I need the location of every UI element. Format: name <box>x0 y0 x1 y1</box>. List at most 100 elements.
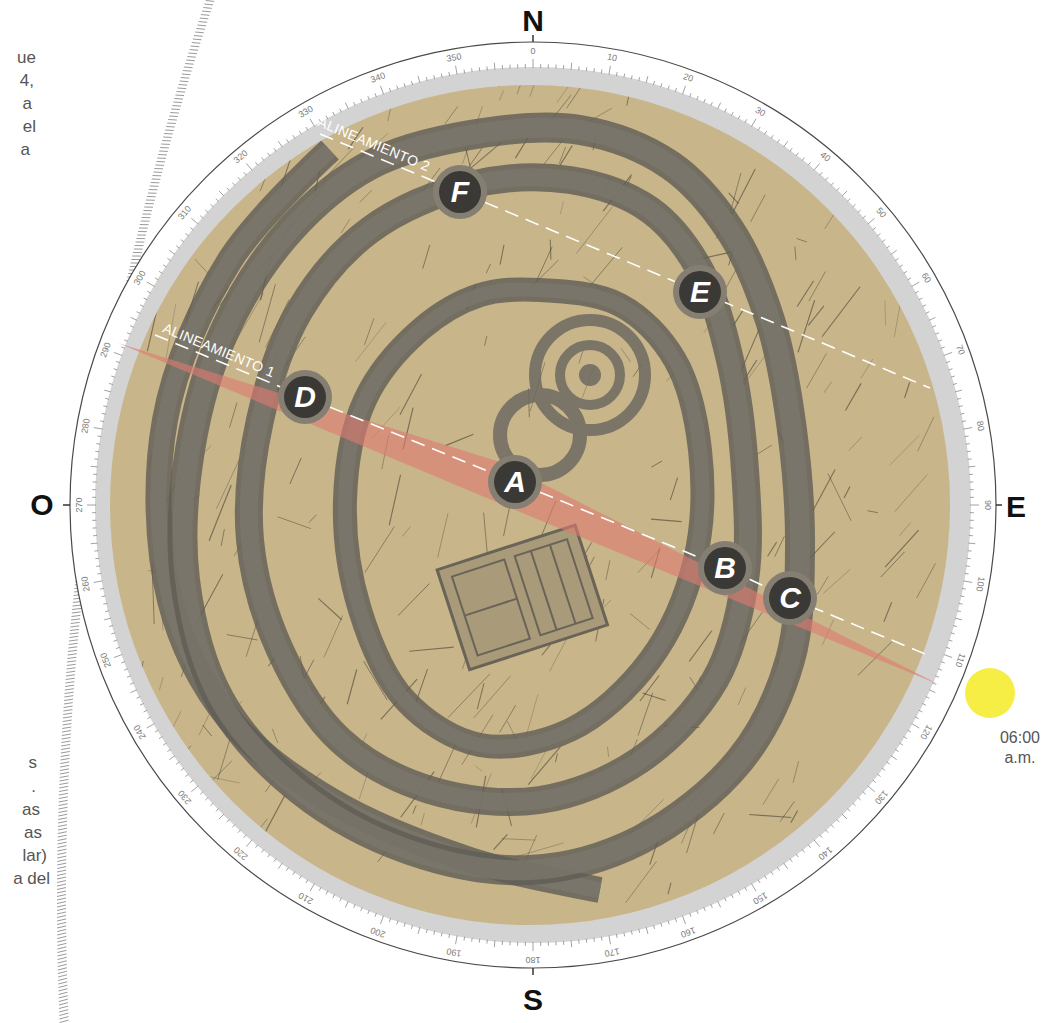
degree-tick <box>306 880 308 883</box>
scale-tick <box>73 605 82 606</box>
degree-tick <box>955 390 962 392</box>
degree-tick <box>949 640 953 641</box>
degree-tick <box>969 535 973 536</box>
terrain-scratch <box>884 888 907 912</box>
scale-tick <box>71 615 80 616</box>
degree-tick <box>842 191 847 196</box>
terrain-scratch <box>856 846 865 894</box>
terrain-scratch <box>895 474 928 511</box>
degree-tick <box>616 934 618 938</box>
degree-tick <box>745 887 747 890</box>
marker-halo <box>673 265 727 319</box>
scale-tick <box>168 119 177 121</box>
terrain-scratch <box>787 892 845 895</box>
degree-tick <box>771 135 773 138</box>
degree-tick <box>831 182 834 185</box>
terrain-scratch <box>159 677 163 690</box>
terrain-scratch <box>400 374 422 415</box>
terrain-scratch <box>630 613 650 629</box>
text-fragment: as <box>22 801 40 818</box>
degree-tick <box>389 88 390 92</box>
degree-tick <box>825 177 828 180</box>
degree-tick <box>147 724 155 729</box>
scale-tick <box>169 116 178 118</box>
degree-tick <box>163 743 166 745</box>
degree-tick <box>102 595 106 597</box>
degree-tick <box>333 112 335 116</box>
site-plan <box>118 39 1003 957</box>
scale-tick <box>158 154 167 155</box>
scale-tick <box>61 744 70 746</box>
degree-tick <box>244 835 247 838</box>
scale-tick <box>65 682 74 683</box>
degree-tick <box>653 81 654 85</box>
degree-tick <box>306 127 308 130</box>
terrain-scratch <box>560 146 572 166</box>
terrain-scratch <box>775 536 785 557</box>
compass-letter: O <box>30 490 53 520</box>
degree-tick <box>205 797 208 800</box>
degree-tick <box>104 390 111 392</box>
degree-tick <box>970 489 974 490</box>
degree-tick <box>525 942 526 946</box>
scale-tick <box>163 137 172 138</box>
scale-tick <box>58 839 67 841</box>
degree-tick <box>784 141 788 147</box>
degree-tick <box>899 743 902 745</box>
degree-tick <box>668 921 669 925</box>
degree-tick <box>955 618 962 620</box>
degree-tick <box>967 451 971 452</box>
scale-tick <box>60 1017 69 1019</box>
scale-tick <box>72 612 81 613</box>
terrain-scratch <box>184 827 211 863</box>
text-fragment: s <box>29 754 38 771</box>
terrain-scratch <box>140 129 158 176</box>
degree-tick <box>548 64 549 68</box>
degree-tick <box>216 809 219 812</box>
text-fragment: 4, <box>20 72 34 89</box>
scale-tick <box>71 622 80 623</box>
degree-tick <box>820 835 823 838</box>
terrain-scratch <box>278 517 311 529</box>
degree-tick <box>784 863 788 869</box>
terrain-scratch <box>133 765 153 800</box>
scale-tick <box>57 950 66 952</box>
terrain-scratch <box>272 729 277 743</box>
terrain-scratch <box>530 45 549 96</box>
terrain-scratch <box>477 683 484 709</box>
scale-tick <box>58 968 67 970</box>
terrain-scratch <box>138 661 144 688</box>
degree-number: 270 <box>75 497 84 512</box>
degree-tick <box>868 218 875 224</box>
terrain-scratch <box>798 300 815 352</box>
degree-tick <box>210 803 213 806</box>
scale-tick <box>57 947 66 949</box>
scale-tick <box>174 98 183 100</box>
terrain-scratch <box>318 598 341 619</box>
alignment-connector <box>540 492 700 558</box>
degree-tick <box>471 938 473 942</box>
degree-tick <box>935 676 939 678</box>
scale-tick <box>147 196 156 197</box>
alignment-connector <box>330 407 490 472</box>
scale-tick <box>58 807 67 809</box>
terrain-scratch <box>899 523 910 536</box>
terrain-scratch <box>265 795 285 833</box>
scale-tick <box>58 971 67 973</box>
degree-tick <box>227 819 230 822</box>
terrain-scratch <box>808 306 824 326</box>
point-letter: C <box>779 583 801 613</box>
terrain-scratch <box>844 486 850 498</box>
scale-tick <box>68 650 77 651</box>
degree-tick <box>299 876 301 879</box>
terrain-scratch <box>413 805 416 813</box>
degree-tick <box>882 768 885 770</box>
scale-tick <box>67 657 76 658</box>
scale-tick <box>181 77 190 79</box>
scale-tick <box>57 895 66 897</box>
terrain-scratch <box>229 403 237 428</box>
scale-tick <box>58 985 67 987</box>
degree-tick <box>725 898 727 902</box>
terrain-scratch <box>190 761 232 803</box>
terrain-scratch <box>475 765 482 771</box>
